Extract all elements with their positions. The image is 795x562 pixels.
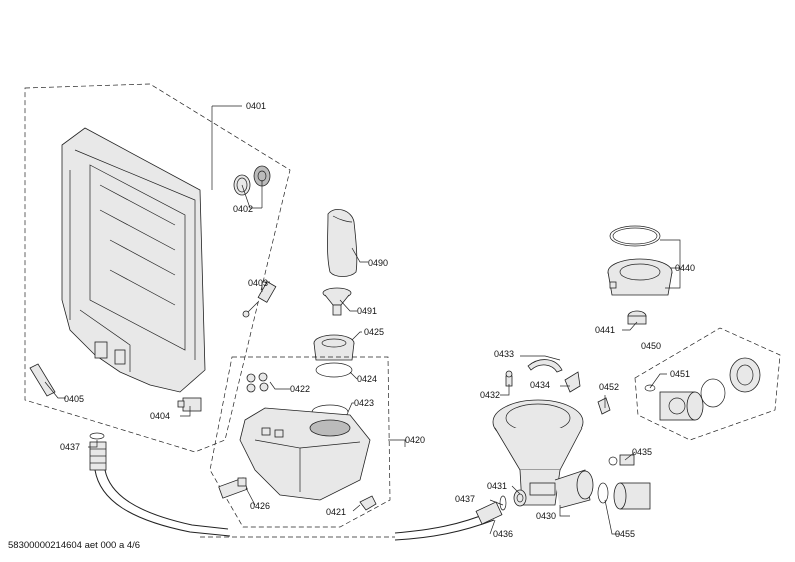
group-outline-left xyxy=(24,83,291,453)
label-0426: 0426 xyxy=(250,501,270,511)
hose-right xyxy=(394,511,491,534)
heater-pump-0451 xyxy=(659,391,704,421)
funnel-cap-0491 xyxy=(322,287,352,316)
pump-cover-0440 xyxy=(607,258,673,296)
sump-pot-0430 xyxy=(492,399,594,509)
sump-housing xyxy=(239,407,371,501)
screw-0432 xyxy=(505,370,513,387)
leader-lines xyxy=(44,105,681,535)
drain-hose-inner xyxy=(102,449,229,530)
clamp-0437-left xyxy=(89,432,105,440)
label-0440: 0440 xyxy=(675,263,695,273)
ring-0424 xyxy=(315,362,353,378)
label-0450: 0450 xyxy=(641,341,661,351)
hose-right-inner xyxy=(394,519,495,541)
label-0455: 0455 xyxy=(615,529,635,539)
label-0490: 0490 xyxy=(368,258,388,268)
document-footer: 58300000214604 aet 000 a 4/6 xyxy=(8,540,141,551)
clip-0405 xyxy=(29,363,56,397)
bent-hose-0433 xyxy=(527,359,563,373)
label-0434: 0434 xyxy=(530,380,550,390)
pump-part-0441 xyxy=(627,310,647,325)
drain-hose xyxy=(92,449,231,537)
fitting-0431 xyxy=(513,489,527,507)
connector-0426 xyxy=(218,477,248,499)
motor-cap xyxy=(729,357,761,393)
valve-0435 xyxy=(608,454,635,466)
label-0441: 0441 xyxy=(595,325,615,335)
hose-corrugated-end-left xyxy=(89,441,107,471)
rings-0422 xyxy=(246,372,269,393)
label-0436: 0436 xyxy=(493,529,513,539)
cap-0425 xyxy=(313,334,355,361)
label-0403: 0403 xyxy=(248,278,268,288)
label-0402: 0402 xyxy=(233,204,253,214)
seal-ring-0402 xyxy=(233,165,271,196)
drain-pump-0455 xyxy=(597,482,651,510)
label-0401: 0401 xyxy=(246,101,266,111)
label-0422: 0422 xyxy=(290,384,310,394)
label-0435: 0435 xyxy=(632,447,652,457)
label-0432: 0432 xyxy=(480,390,500,400)
label-0431: 0431 xyxy=(487,481,507,491)
label-0420: 0420 xyxy=(405,435,425,445)
side-panel-housing xyxy=(61,127,206,393)
clip-0452 xyxy=(597,397,611,415)
label-0405: 0405 xyxy=(64,394,84,404)
label-0452: 0452 xyxy=(599,382,619,392)
label-0437-left: 0437 xyxy=(60,442,80,452)
jug-0490 xyxy=(327,209,358,277)
clip-0421 xyxy=(359,495,377,511)
label-0424: 0424 xyxy=(357,374,377,384)
label-0491: 0491 xyxy=(357,306,377,316)
label-0423: 0423 xyxy=(354,398,374,408)
connector-0404 xyxy=(177,397,202,412)
valve-0403 xyxy=(242,281,277,318)
label-0425: 0425 xyxy=(364,327,384,337)
label-0430: 0430 xyxy=(536,511,556,521)
hose-corrugated-end-right xyxy=(475,501,503,525)
ring-0451 xyxy=(644,384,656,392)
big-ring xyxy=(700,378,726,408)
label-0421: 0421 xyxy=(326,507,346,517)
label-0404: 0404 xyxy=(150,411,170,421)
label-0451: 0451 xyxy=(670,369,690,379)
pump-ring-0440 xyxy=(609,225,661,247)
label-0433: 0433 xyxy=(494,349,514,359)
clamp-0437-right xyxy=(499,495,507,511)
impeller-0434 xyxy=(564,371,581,393)
group-outline-pump xyxy=(634,327,781,441)
group-outline-sump xyxy=(209,356,391,528)
label-0437-right: 0437 xyxy=(455,494,475,504)
